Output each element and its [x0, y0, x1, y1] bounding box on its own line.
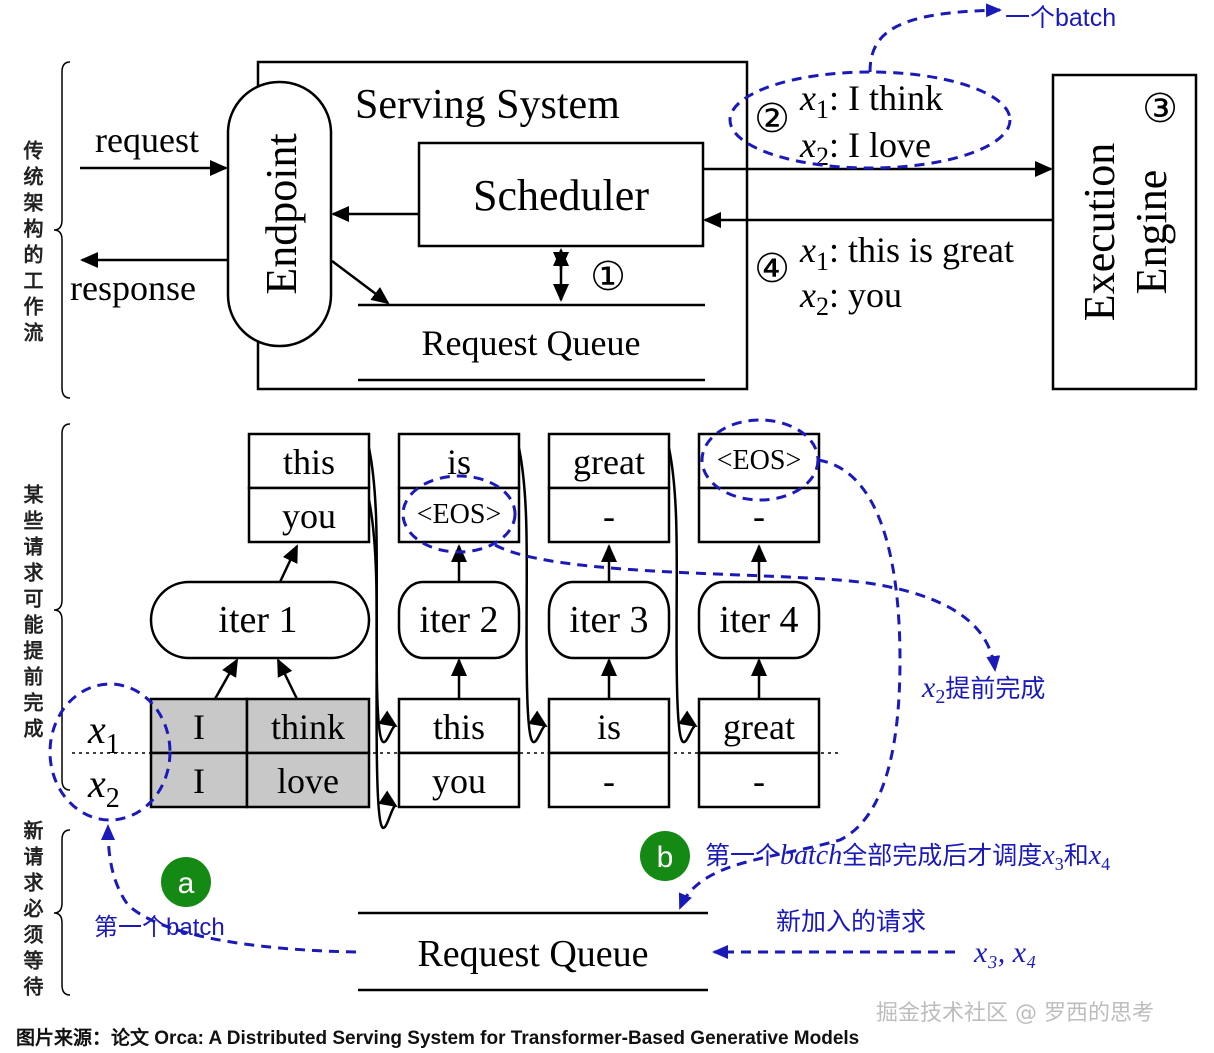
input-token-cell	[245, 697, 371, 755]
badge-b-label: b	[657, 841, 674, 874]
output-token-cell	[547, 486, 671, 544]
input-token-cell	[397, 751, 521, 809]
input-token-text: -	[753, 761, 765, 801]
batch-out-x2: x2: you	[799, 275, 902, 321]
iter-input-arrow	[276, 658, 299, 700]
input-token-text: -	[603, 761, 615, 801]
scheduler-box	[417, 141, 705, 248]
bottom-request-queue-label: Request Queue	[417, 933, 648, 975]
first-batch-label: 第一个batch	[94, 914, 225, 941]
request-queue-label: Request Queue	[422, 323, 641, 363]
output-token-text: you	[282, 496, 336, 536]
badge-a	[161, 857, 211, 907]
early-finish-label: x2提前完成	[921, 671, 1045, 708]
iter-label: iter 4	[719, 599, 798, 641]
execution-engine-label-2: Engine	[1127, 170, 1176, 295]
batch-annotation-arrow	[868, 3, 1002, 73]
output-token-text: -	[753, 496, 765, 536]
output-token-cell	[547, 432, 671, 490]
svg-text:x1: I think: x1: I think	[799, 78, 943, 124]
input-token-text: this	[433, 707, 485, 747]
eos-highlight-x2	[401, 474, 517, 554]
iter-input-arrow	[213, 658, 239, 700]
side-label-top: 传统架构的工作流	[20, 140, 44, 348]
output-token-text: <EOS>	[717, 445, 801, 476]
input-token-text: I	[193, 707, 205, 747]
iter-label: iter 2	[419, 599, 498, 641]
output-token-text: great	[573, 442, 645, 482]
row-label-x1: x1	[87, 707, 120, 760]
input-token-text: I	[193, 761, 205, 801]
feedback-arrow	[367, 499, 398, 829]
output-token-text: this	[283, 442, 335, 482]
step3-marker: ③	[1142, 86, 1178, 131]
input-token-text: love	[277, 761, 339, 801]
new-requests-vars: x₃, x₄	[973, 936, 1037, 969]
batch-in-x1: x1: I think	[799, 78, 943, 124]
output-token-text: -	[603, 496, 615, 536]
input-token-text: think	[271, 707, 345, 747]
side-label-middle: 某些请求可能提前完成	[20, 484, 44, 744]
svg-text:x1: this is great: x1: this is great	[799, 230, 1014, 276]
first-batch-highlight	[48, 682, 172, 822]
input-token-cell	[547, 697, 671, 755]
output-token-cell	[247, 432, 371, 490]
input-token-cell	[697, 751, 821, 809]
batch-out-x1: x1: this is great	[799, 230, 1014, 276]
iter-label: iter 1	[218, 599, 297, 641]
input-token-cell	[245, 751, 371, 809]
iter-node	[149, 580, 371, 660]
step4-marker: ④	[754, 246, 790, 291]
output-token-cell	[697, 486, 821, 544]
feedback-arrow	[517, 447, 548, 744]
side-brace-bottom	[53, 829, 71, 996]
iter-label: iter 3	[569, 599, 648, 641]
early-finish-arrow	[494, 543, 1001, 672]
row-label-x2: x2	[87, 761, 120, 814]
watermark: 掘金技术社区 @ 罗西的思考	[876, 1001, 1154, 1026]
execution-engine-label-1: Execution	[1075, 143, 1124, 321]
request-label: request	[95, 120, 199, 160]
batch-highlight-ellipse	[728, 70, 1012, 170]
endpoint-label: Endpoint	[257, 133, 306, 294]
scheduler-label: Scheduler	[473, 171, 649, 220]
input-token-text: is	[597, 707, 621, 747]
endpoint-to-queue-arrow	[331, 260, 390, 305]
batch-complete-arrow	[678, 458, 902, 910]
input-token-text: great	[723, 707, 795, 747]
batch-in-x2: x2: I love	[799, 125, 931, 171]
input-token-cell	[547, 751, 671, 809]
response-label: response	[70, 268, 196, 308]
output-token-text: <EOS>	[417, 499, 501, 530]
svg-text:x2: I love: x2: I love	[799, 125, 931, 171]
iter-output-arrow	[278, 544, 299, 583]
execution-engine-box	[1051, 73, 1198, 391]
badge-a-label: a	[178, 867, 195, 900]
batch-annotation-label: 一个batch	[1005, 4, 1116, 32]
input-token-text: you	[432, 761, 486, 801]
step2-marker: ②	[754, 96, 790, 141]
side-brace-middle	[53, 423, 71, 791]
output-token-cell	[247, 486, 371, 544]
input-token-cell	[397, 697, 521, 755]
badge-b	[640, 831, 690, 881]
feedback-arrow	[367, 447, 398, 744]
side-brace-top	[53, 61, 71, 399]
serving-system-label: Serving System	[355, 82, 620, 128]
figure-caption: 图片来源：论文 Orca: A Distributed Serving Syst…	[16, 1026, 859, 1049]
side-label-bottom: 新请求必须等待	[20, 819, 44, 1002]
feedback-arrow	[667, 447, 698, 744]
new-requests-label: 新加入的请求	[776, 907, 926, 936]
queue-to-first-batch-arrow	[101, 824, 357, 954]
b-annotation: 第一个batch全部完成后才调度x3和x4	[705, 840, 1110, 874]
svg-text:x2: you: x2: you	[799, 275, 902, 321]
output-token-cell	[397, 486, 521, 544]
step1-marker: ①	[590, 254, 626, 299]
